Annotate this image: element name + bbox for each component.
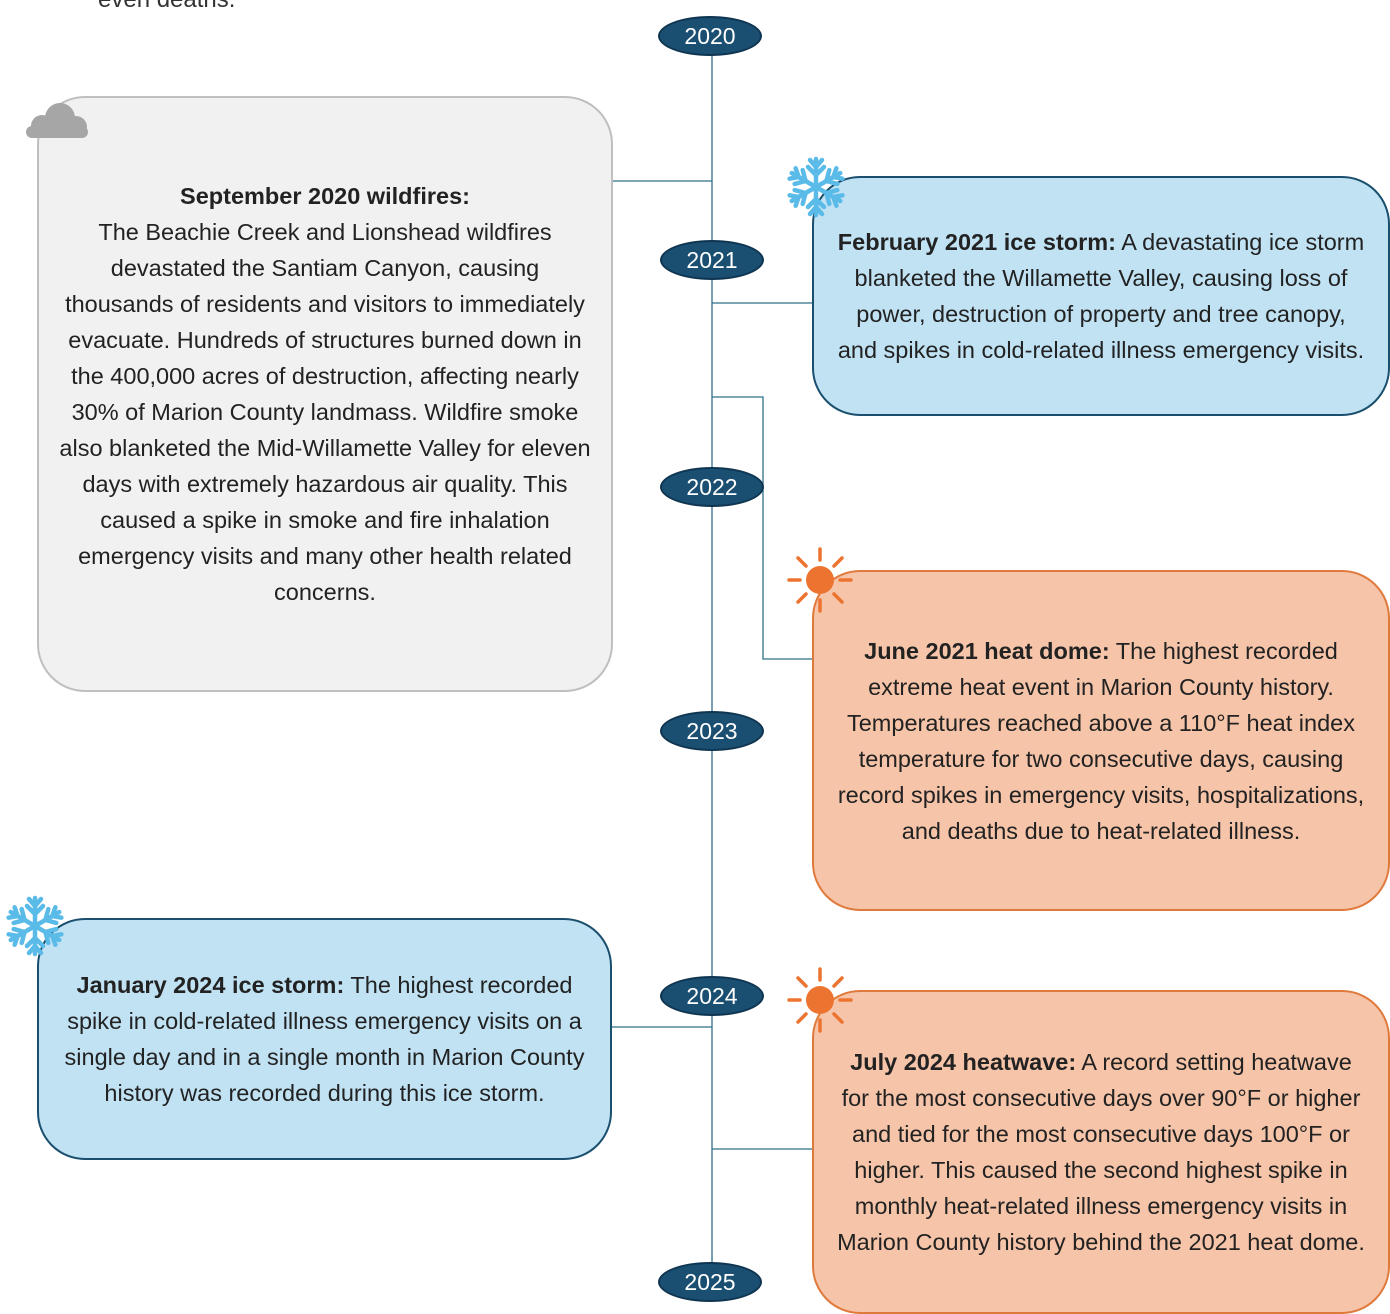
year-marker-2022: 2022	[660, 467, 764, 507]
sun-icon	[787, 967, 853, 1033]
event-card-june-2021-heat-dome: June 2021 heat dome: The highest recorde…	[812, 570, 1390, 911]
event-body: A record setting heatwave for the most c…	[837, 1049, 1365, 1255]
year-marker-2021: 2021	[660, 240, 764, 280]
connector-jun-2021	[712, 396, 814, 660]
year-marker-2020: 2020	[658, 16, 762, 56]
year-marker-2024: 2024	[660, 976, 764, 1016]
event-text: January 2024 ice storm: The highest reco…	[59, 967, 590, 1111]
snowflake-icon	[787, 156, 845, 218]
event-text: July 2024 heatwave: A record setting hea…	[834, 1044, 1368, 1260]
cloud-icon	[26, 103, 88, 138]
event-text: June 2021 heat dome: The highest recorde…	[834, 633, 1368, 849]
event-card-february-2021-ice-storm: February 2021 ice storm: A devastating i…	[812, 176, 1390, 416]
event-heading: January 2024 ice storm:	[76, 972, 345, 998]
event-heading: February 2021 ice storm:	[837, 229, 1117, 255]
event-body: The Beachie Creek and Lionshead wildfire…	[59, 219, 591, 605]
snowflake-icon	[6, 895, 64, 957]
event-heading: June 2021 heat dome:	[864, 637, 1110, 664]
event-card-january-2024-ice-storm: January 2024 ice storm: The highest reco…	[37, 918, 612, 1160]
event-heading: September 2020 wildfires:	[180, 183, 470, 209]
event-card-september-2020-wildfires: September 2020 wildfires: The Beachie Cr…	[37, 96, 613, 692]
event-body: A devastating ice storm blanketed the Wi…	[837, 229, 1365, 363]
event-body: The highest recorded extreme heat event …	[837, 637, 1365, 844]
event-text: September 2020 wildfires: The Beachie Cr…	[59, 178, 591, 610]
event-card-july-2024-heatwave: July 2024 heatwave: A record setting hea…	[812, 990, 1390, 1314]
sun-icon	[787, 547, 853, 613]
intro-text-fragment: even deaths.	[98, 0, 235, 14]
event-text: February 2021 ice storm: A devastating i…	[834, 224, 1368, 368]
event-body: The highest recorded spike in cold-relat…	[64, 972, 585, 1106]
year-marker-2025: 2025	[658, 1262, 762, 1302]
event-heading: July 2024 heatwave:	[850, 1049, 1077, 1075]
year-marker-2023: 2023	[660, 711, 764, 751]
